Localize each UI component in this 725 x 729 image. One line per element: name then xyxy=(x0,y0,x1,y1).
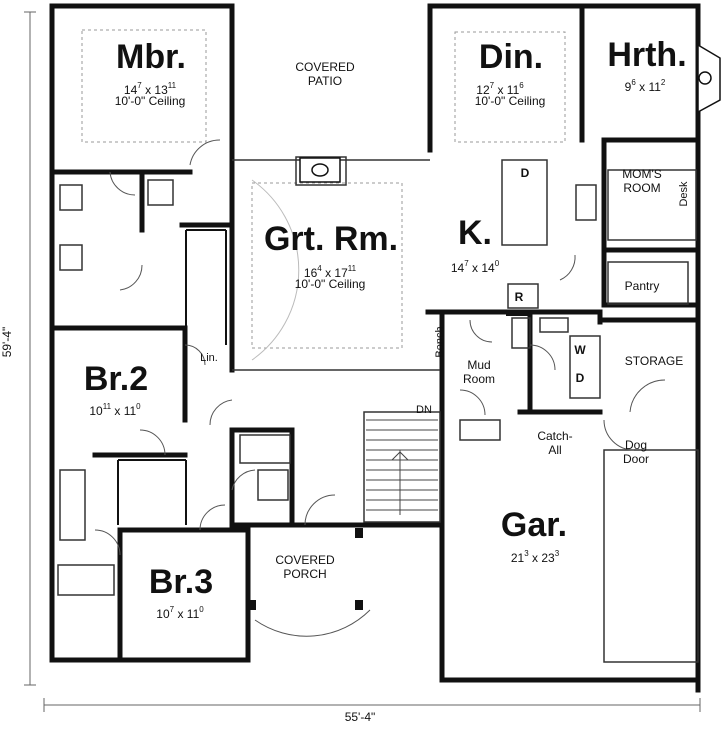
closet-rods xyxy=(51,229,530,655)
gar-dims: 213 x 233 xyxy=(510,549,560,565)
porch-line1: COVERED xyxy=(275,553,335,567)
fireplaces xyxy=(299,43,721,183)
k-dims: 147 x 140 xyxy=(450,259,500,275)
k-name: K. xyxy=(458,214,492,252)
ceiling-outlines xyxy=(81,29,566,349)
br3-dims: 107 x 110 xyxy=(156,605,204,621)
fixture-refrigerator: R xyxy=(514,290,524,304)
patio-line1: COVERED xyxy=(295,60,355,74)
fixture-dishwasher: D xyxy=(520,166,530,180)
br2-name: Br.2 xyxy=(83,360,149,398)
porch-posts xyxy=(248,528,363,610)
patio-line2: PATIO xyxy=(307,74,343,88)
gar-name: Gar. xyxy=(500,506,568,544)
overall-depth: 59'-4" xyxy=(0,317,14,367)
desk-label: Desk xyxy=(678,181,690,207)
hrth-dims: 96 x 112 xyxy=(624,78,666,94)
walls xyxy=(49,3,701,693)
din-name: Din. xyxy=(478,38,544,76)
mbr-name: Mbr. xyxy=(116,38,186,76)
overall-width: 55'-4" xyxy=(330,710,390,724)
fixture-washer: W xyxy=(574,343,586,357)
stair-dn: DN xyxy=(416,404,432,416)
grt-dims: 164 x 1711 xyxy=(303,264,357,280)
catch-line2: All xyxy=(548,443,562,457)
br2-dims: 1011 x 110 xyxy=(89,402,141,418)
lin-name: Lin. xyxy=(200,352,218,364)
din-ceiling: 10'-0" Ceiling xyxy=(474,94,546,108)
dog-line2: Door xyxy=(622,452,649,466)
grt-name: Grt. Rm. xyxy=(263,220,399,258)
porch-line2: PORCH xyxy=(283,567,327,581)
hrth-name: Hrth. xyxy=(607,36,687,74)
din-dims: 127 x 116 xyxy=(476,81,524,97)
door-swings xyxy=(94,139,666,637)
dimension-lines xyxy=(24,11,701,712)
bench-label: Bench xyxy=(434,326,446,358)
mud-line2: Room xyxy=(462,372,495,386)
grt-ceiling: 10'-0" Ceiling xyxy=(294,277,366,291)
thin-outlines xyxy=(57,156,699,663)
fixture-dryer: D xyxy=(575,371,585,385)
dog-line1: Dog xyxy=(624,438,647,452)
storage-name: STORAGE xyxy=(624,354,684,368)
pantry-name: Pantry xyxy=(624,279,660,293)
mbr-dims: 147 x 1311 xyxy=(123,81,177,97)
stairs xyxy=(366,419,438,515)
catch-line1: Catch- xyxy=(537,429,573,443)
moms-line2: ROOM xyxy=(623,181,661,195)
moms-line1: MOM'S xyxy=(622,167,662,181)
mud-line1: Mud xyxy=(467,358,491,372)
mbr-ceiling: 10'-0" Ceiling xyxy=(114,94,186,108)
br3-name: Br.3 xyxy=(148,563,214,601)
